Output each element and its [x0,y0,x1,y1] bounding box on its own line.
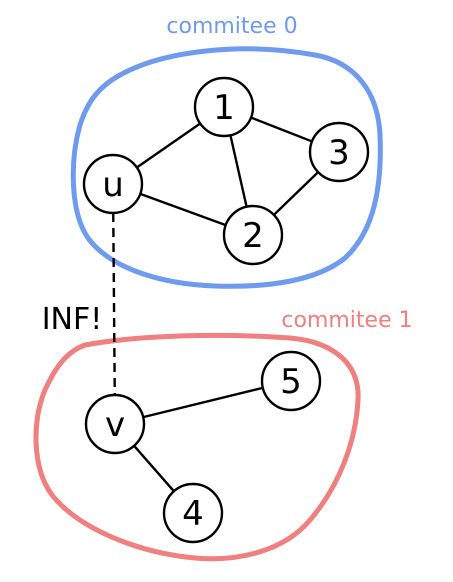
node-v: v [84,393,146,455]
edge-v-4 [133,445,175,492]
edge-1-3 [250,116,313,143]
edge-u-1 [136,122,201,169]
node-v-label: v [105,405,125,445]
edge-u-v [112,212,116,396]
node-4: 4 [162,482,224,544]
committee-1-boundary [33,332,361,562]
node-2: 2 [222,204,284,266]
committee-1-label: commitee 1 [281,308,412,333]
edge-1-2 [229,135,248,207]
edges-layer [112,116,319,492]
node-u-label: u [102,165,124,205]
node-3: 3 [308,121,370,183]
node-5-label: 5 [280,362,302,402]
edge-label-u-v: INF! [42,302,103,337]
edge-v-5 [142,386,264,419]
edge-u-2 [139,192,227,227]
node-1: 1 [193,76,255,138]
edge-2-3 [273,171,319,216]
committee-0-label: commitee 0 [166,14,297,39]
node-5: 5 [260,350,322,412]
node-u: u [82,153,144,215]
committee-0-boundary [70,46,383,289]
node-3-label: 3 [328,133,350,173]
node-2-label: 2 [242,216,264,256]
node-4-label: 4 [182,494,204,534]
node-1-label: 1 [213,88,235,128]
nodes-layer: u 1 2 3 v 4 5 [82,76,370,544]
